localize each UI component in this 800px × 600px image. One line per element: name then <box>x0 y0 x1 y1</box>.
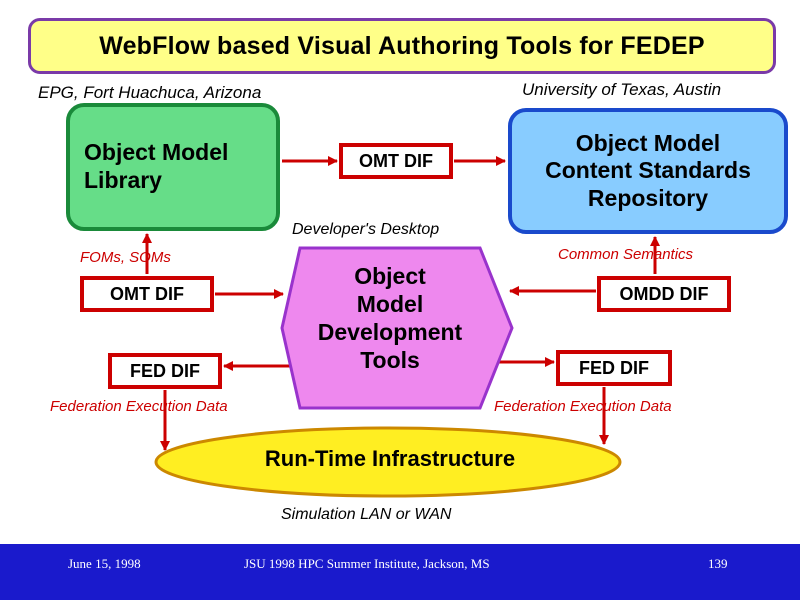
repository-line-2: Content Standards <box>545 157 751 184</box>
fed-exec-data-right-label: Federation Execution Data <box>494 398 672 415</box>
developers-desktop-label: Developer's Desktop <box>292 221 440 238</box>
common-semantics-label: Common Semantics <box>558 246 694 263</box>
title-banner: WebFlow based Visual Authoring Tools for… <box>28 18 776 74</box>
utexas-label: University of Texas, Austin <box>522 80 722 99</box>
tools-line-3: Development <box>317 319 463 346</box>
epg-label: EPG, Fort Huachuca, Arizona <box>38 83 262 102</box>
simulation-lan-label: Simulation LAN or WAN <box>281 506 452 523</box>
footer-bar: June 15, 1998 JSU 1998 HPC Summer Instit… <box>0 544 800 600</box>
omt-dif-top-box: OMT DIF <box>339 143 453 179</box>
omdd-dif-box: OMDD DIF <box>597 276 731 312</box>
tools-line-2: Model <box>356 291 424 318</box>
footer-event: JSU 1998 HPC Summer Institute, Jackson, … <box>244 556 490 571</box>
rti-label: Run-Time Infrastructure <box>264 446 516 471</box>
omt-dif-left-box: OMT DIF <box>80 276 214 312</box>
diagram-title: WebFlow based Visual Authoring Tools for… <box>99 31 705 60</box>
fed-exec-data-left-label: Federation Execution Data <box>50 398 228 415</box>
rti-ellipse <box>154 426 622 498</box>
development-tools-label: Object Model Development Tools <box>300 262 480 374</box>
object-model-library-box: Object Model Library <box>66 103 280 231</box>
foms-soms-label: FOMs, SOMs <box>80 249 171 266</box>
repository-line-1: Object Model <box>575 129 721 156</box>
fed-dif-left-box: FED DIF <box>108 353 222 389</box>
fed-dif-right-box: FED DIF <box>556 350 672 386</box>
footer-date: June 15, 1998 <box>68 556 141 571</box>
library-line-1: Object Model <box>84 139 229 166</box>
development-tools-hexagon <box>280 246 514 410</box>
tools-line-1: Object <box>354 263 426 289</box>
tools-line-4: Tools <box>360 347 420 374</box>
repository-line-3: Repository <box>587 184 709 211</box>
content-standards-repository-box: Object Model Content Standards Repositor… <box>508 108 788 234</box>
footer-page-number: 139 <box>708 556 728 571</box>
library-line-2: Library <box>84 167 162 193</box>
